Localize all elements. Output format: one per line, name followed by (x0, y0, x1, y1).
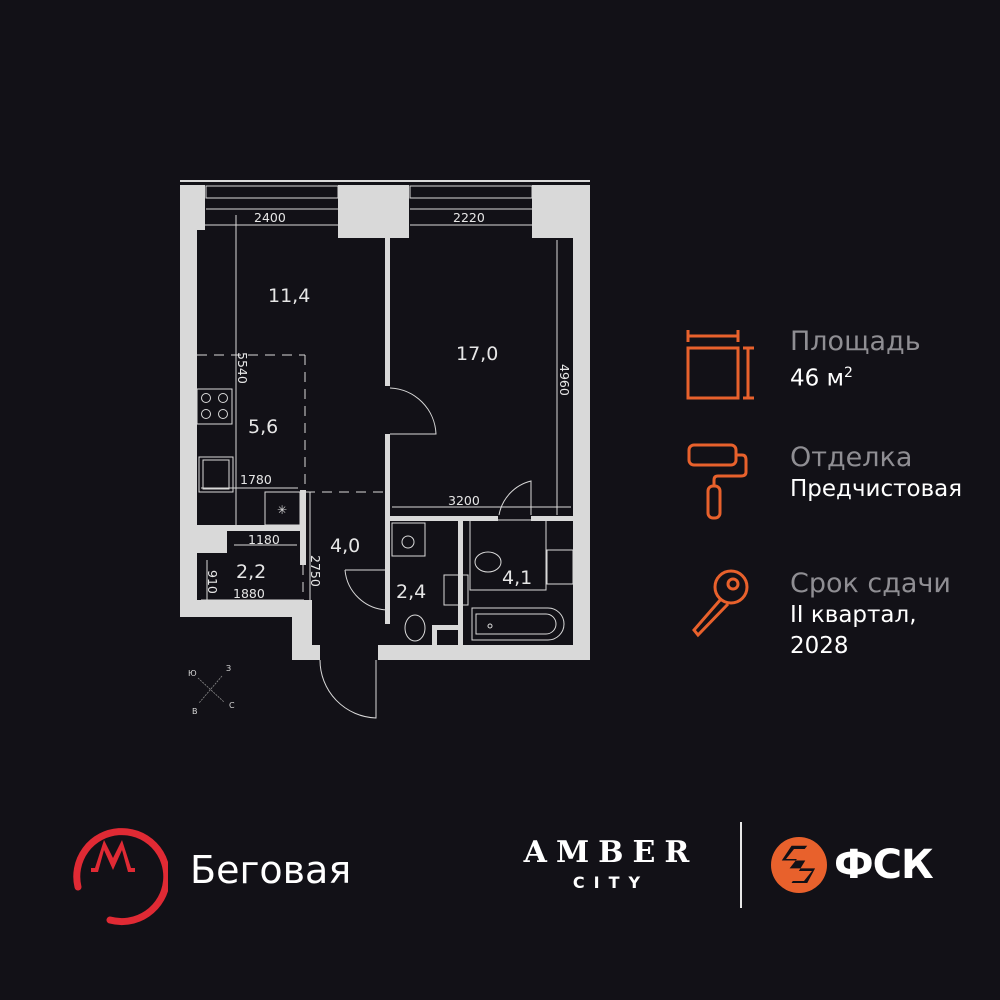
dimension-lines (201, 215, 571, 645)
walls (180, 180, 590, 660)
room-area-toilet: 2,4 (396, 581, 426, 603)
toilet-sink-icon (443, 574, 469, 606)
stove-icon (196, 388, 233, 425)
finish-label: Отделка (790, 442, 913, 473)
room-area-hallway: 4,0 (330, 535, 360, 557)
dim-4960: 4960 (557, 364, 572, 396)
doors (319, 387, 532, 719)
area-label: Площадь (790, 326, 921, 357)
kitchen-sink-icon (198, 456, 234, 493)
fixtures: ✳ (196, 388, 574, 642)
dim-2750: 2750 (308, 555, 323, 587)
dim-3200: 3200 (448, 493, 480, 508)
svg-text:С: С (229, 701, 235, 710)
metro-station-name: Беговая (190, 848, 352, 892)
fsk-emblem-icon (771, 837, 827, 893)
metro-icon (73, 828, 168, 926)
dim-2400: 2400 (254, 210, 286, 225)
svg-text:✳: ✳ (277, 503, 287, 517)
amber-city-logo: AMBER CITY (506, 836, 716, 894)
info-deadline: Срок сдачи II квартал, 2028 (686, 568, 951, 662)
toilet-icon (404, 614, 426, 642)
dim-1180: 1180 (248, 532, 280, 547)
deadline-value-line1: II квартал, (790, 602, 917, 628)
svg-text:В: В (192, 707, 198, 716)
bath-toilet-icon (474, 551, 502, 573)
logo-divider (740, 822, 742, 908)
deadline-label: Срок сдачи (790, 568, 951, 599)
brand-main: AMBER (523, 835, 699, 870)
brand-sub: CITY (572, 873, 650, 892)
zone-dividers (197, 354, 385, 600)
room-area-bedroom: 11,4 (268, 285, 310, 307)
bathtub-icon (471, 607, 565, 641)
room-area-living: 17,0 (456, 343, 498, 365)
dim-1780: 1780 (240, 472, 272, 487)
area-value: 46 м2 (790, 365, 853, 392)
washing-machine-icon (391, 522, 426, 557)
svg-text:З: З (226, 664, 231, 673)
room-area-bathroom: 4,1 (502, 567, 532, 589)
area-icon (686, 330, 754, 400)
room-area-kitchen: 5,6 (248, 416, 278, 438)
deadline-value-line2: 2028 (790, 633, 849, 659)
bath-sink-icon (546, 549, 574, 585)
dim-5540: 5540 (235, 352, 250, 384)
svg-text:Ю: Ю (188, 669, 197, 678)
developer-name: ФСК (834, 842, 934, 888)
ventilation-icon (264, 491, 301, 526)
dim-1880: 1880 (233, 586, 265, 601)
info-area: Площадь 46 м2 (686, 326, 921, 400)
key-icon (692, 569, 749, 638)
dim-2220: 2220 (453, 210, 485, 225)
compass-icon: Ю З В С (188, 664, 235, 716)
finish-value: Предчистовая (790, 476, 963, 502)
fsk-logo: ФСК (770, 834, 934, 896)
paint-roller-icon (687, 443, 748, 520)
windows (205, 185, 533, 210)
info-finish: Отделка Предчистовая (686, 442, 962, 520)
dim-910: 910 (205, 570, 220, 594)
room-area-storage: 2,2 (236, 561, 266, 583)
